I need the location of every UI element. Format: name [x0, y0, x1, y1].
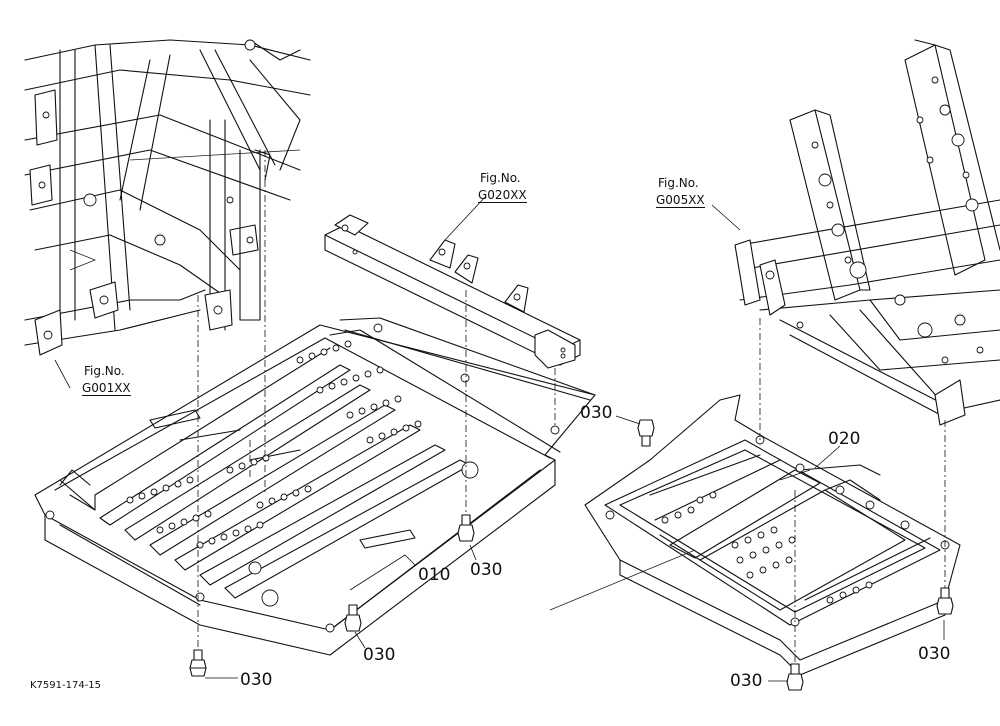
fig-ref-label-g020: Fig.No.	[480, 171, 521, 185]
part-label-030-bottom: 030	[730, 671, 763, 691]
floor-plate-010	[34, 317, 596, 656]
cross-member-bracket	[324, 214, 581, 369]
left-fastening-lines	[197, 150, 556, 665]
left-bolts	[189, 514, 475, 677]
part-label-030-right-lower: 030	[918, 644, 951, 664]
fig-ref-label-g005: Fig.No.	[658, 176, 699, 190]
fig-ref-code-g005[interactable]: G005XX	[656, 193, 705, 208]
right-chassis-frame	[734, 39, 1000, 426]
right-floor-holes	[661, 491, 873, 604]
fig-ref-code-g001[interactable]: G001XX	[82, 381, 131, 396]
floor-hole-row	[126, 340, 422, 549]
leader-lines	[54, 195, 945, 682]
part-label-030-lower-left: 030	[240, 670, 273, 690]
part-label-030-lower-mid: 030	[363, 645, 396, 665]
floor-plate-020	[584, 394, 961, 676]
drawing-code: K7591-174-15	[30, 680, 102, 691]
part-label-020: 020	[828, 429, 861, 449]
part-label-030-center: 030	[470, 560, 503, 580]
fig-ref-label-g001: Fig.No.	[84, 364, 125, 378]
left-chassis-frame	[24, 39, 311, 356]
right-bolts	[637, 419, 954, 691]
fig-ref-code-g020[interactable]: G020XX	[478, 188, 527, 203]
part-label-030-right-upper: 030	[580, 403, 613, 423]
part-label-010: 010	[418, 565, 451, 585]
